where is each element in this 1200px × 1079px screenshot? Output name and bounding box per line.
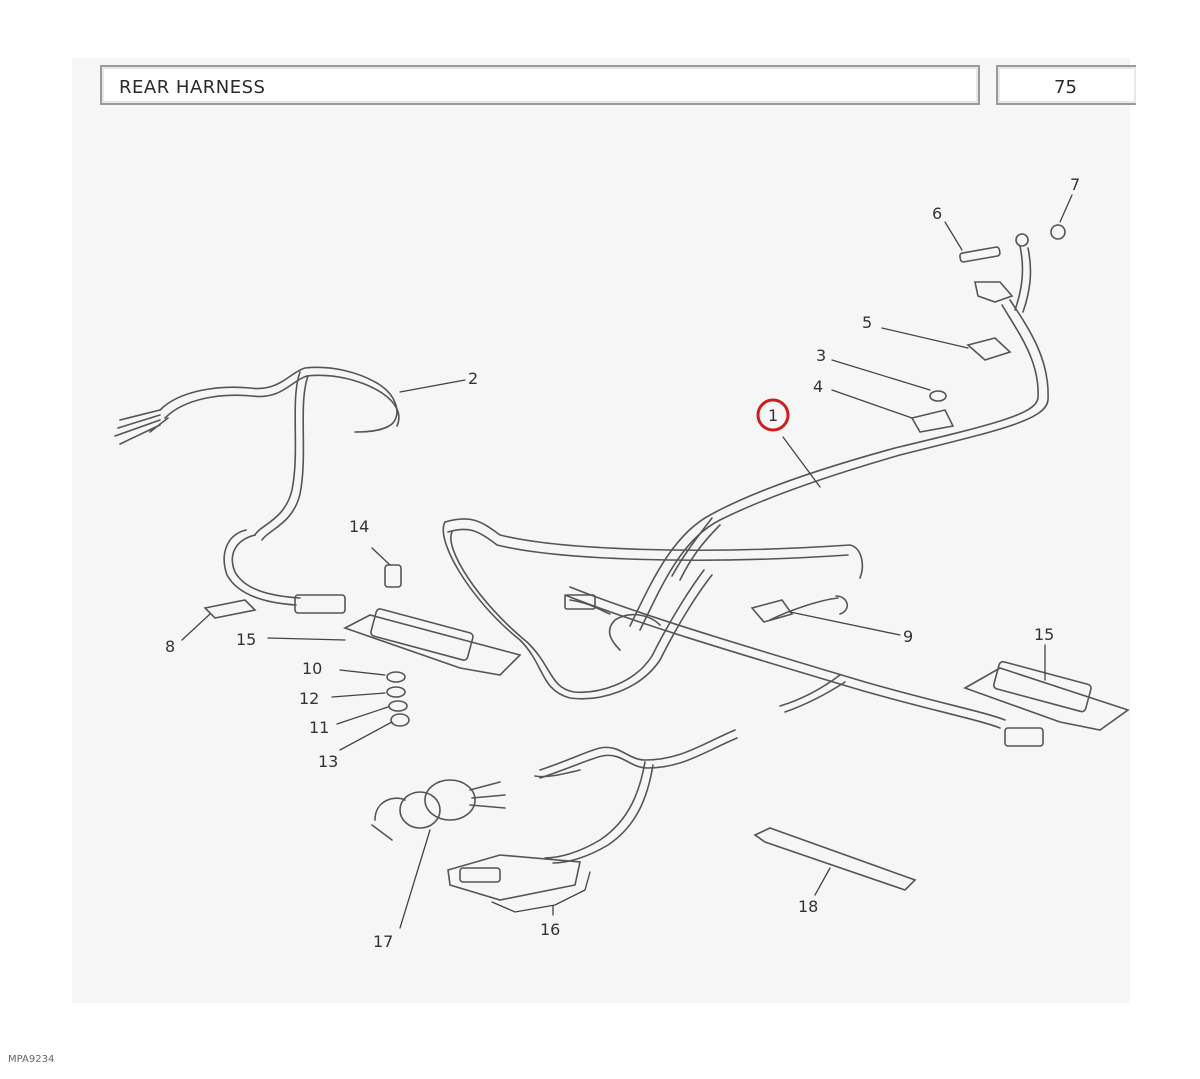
callout-2: 2 [468,369,478,388]
callout-14: 14 [349,517,369,536]
callout-10: 10 [302,659,322,678]
callout-15-right: 15 [1034,625,1054,644]
callout-17: 17 [373,932,393,951]
accessory-harness [534,729,738,864]
callout-12: 12 [299,689,319,708]
diagram-sheet [72,58,1130,1003]
callout-5: 5 [862,313,872,332]
callout-8: 8 [165,637,175,656]
left-harness [114,366,400,606]
callout-3: 3 [816,346,826,365]
hardware-parts [203,224,1130,901]
callout-9: 9 [903,627,913,646]
document-id: MPA9234 [8,1054,55,1065]
callout-18: 18 [798,897,818,916]
callout-4: 4 [813,377,823,396]
callout-16: 16 [540,920,560,939]
callout-labels: 1 2 3 4 5 6 7 8 9 10 11 12 13 14 15 15 1… [165,175,1080,951]
callout-11: 11 [309,718,329,737]
highlight-ring [756,398,790,432]
page-number-box: 75 [996,65,1136,105]
callout-7: 7 [1070,175,1080,194]
page-number: 75 [1054,77,1077,98]
leader-lines [181,194,1073,929]
callout-15-left: 15 [236,630,256,649]
callout-6: 6 [932,204,942,223]
callout-13: 13 [318,752,338,771]
page-title: REAR HARNESS [119,77,266,98]
main-harness [442,245,1049,729]
title-box: REAR HARNESS [100,65,980,105]
callout-1: 1 [768,406,778,425]
